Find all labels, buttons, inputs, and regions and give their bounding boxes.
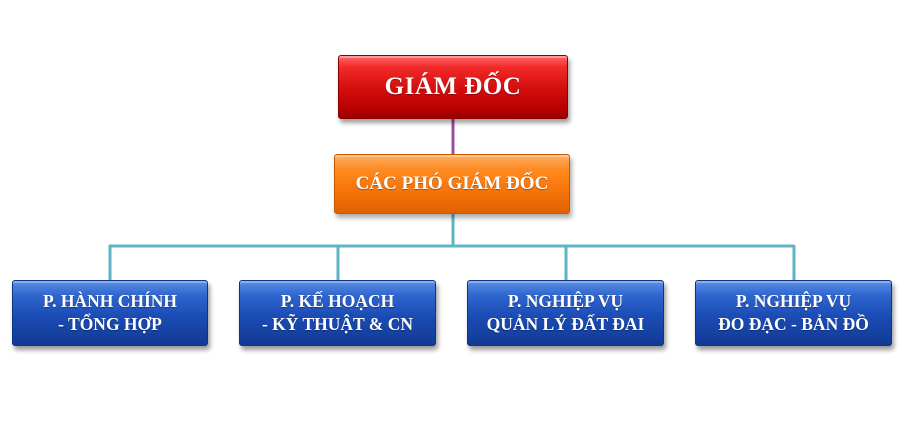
department-label-line2: - TỔNG HỢP xyxy=(58,314,162,334)
deputy-directors-box: CÁC PHÓ GIÁM ĐỐC xyxy=(334,154,570,214)
department-box-planning: P. KẾ HOẠCH - KỸ THUẬT & CN xyxy=(239,280,436,346)
department-label-line1: P. KẾ HOẠCH xyxy=(280,291,395,311)
department-label-line1: P. NGHIỆP VỤ xyxy=(735,291,852,311)
department-label-line2: QUẢN LÝ ĐẤT ĐAI xyxy=(486,314,645,334)
director-label: GIÁM ĐỐC xyxy=(384,73,522,100)
department-box-land-management: P. NGHIỆP VỤ QUẢN LÝ ĐẤT ĐAI xyxy=(467,280,664,346)
department-box-admin: P. HÀNH CHÍNH - TỔNG HỢP xyxy=(12,280,208,346)
department-label-line1: P. NGHIỆP VỤ xyxy=(507,291,624,311)
department-box-surveying-mapping: P. NGHIỆP VỤ ĐO ĐẠC - BẢN ĐỒ xyxy=(695,280,892,346)
department-label-line2: - KỸ THUẬT & CN xyxy=(261,314,414,334)
department-label-line1: P. HÀNH CHÍNH xyxy=(42,291,178,311)
department-label-line2: ĐO ĐẠC - BẢN ĐỒ xyxy=(718,314,869,334)
deputy-label: CÁC PHÓ GIÁM ĐỐC xyxy=(355,173,549,194)
director-box: GIÁM ĐỐC xyxy=(338,55,568,119)
